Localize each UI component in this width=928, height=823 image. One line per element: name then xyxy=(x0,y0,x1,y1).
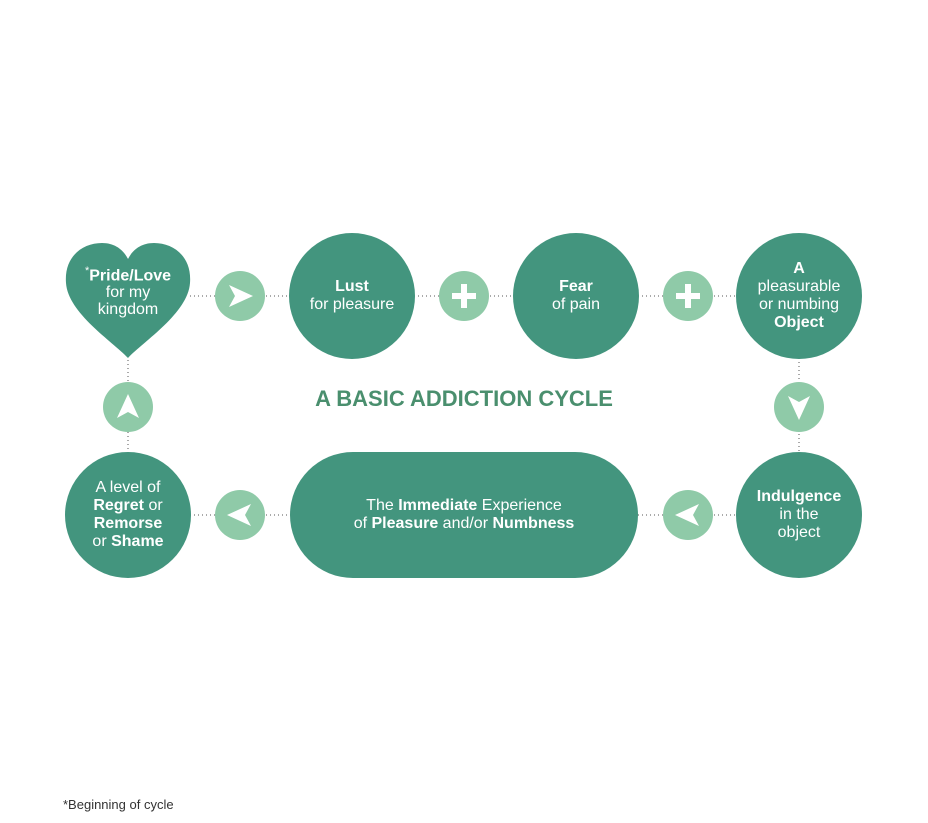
connector-arrow-right xyxy=(215,271,265,321)
footnote: *Beginning of cycle xyxy=(63,797,174,812)
shame-label: Shame xyxy=(111,533,164,550)
node-object: A pleasurable or numbing Object xyxy=(736,233,862,359)
connector-plus-2 xyxy=(663,271,713,321)
node-immediate-experience: The Immediate Experience of Pleasure and… xyxy=(290,452,638,578)
arrow-right-icon xyxy=(229,285,253,307)
pride-love-label: Pride/Love xyxy=(89,267,172,285)
indulgence-label: Indulgence xyxy=(756,488,842,505)
indulgence-line-3: object xyxy=(777,524,821,541)
connector-arrow-down xyxy=(774,382,824,432)
diagram-title: A BASIC ADDICTION CYCLE xyxy=(315,386,613,411)
regret-label: Regret xyxy=(93,497,144,514)
pride-line-3: kingdom xyxy=(97,301,159,319)
exp-text: Experience xyxy=(477,497,562,514)
regret-or: or xyxy=(144,497,163,514)
connector-arrow-up xyxy=(103,382,153,432)
node-lust: Lust for pleasure xyxy=(289,233,415,359)
arrow-left-icon xyxy=(227,504,251,526)
remorse-label: Remorse xyxy=(93,515,163,532)
exp-pleasure: Pleasure xyxy=(371,515,439,532)
connector-arrow-left-2 xyxy=(215,490,265,540)
object-line-3: or numbing xyxy=(758,296,840,313)
pride-line-2: for my xyxy=(105,284,151,302)
node-fear: Fear of pain xyxy=(513,233,639,359)
node-regret: A level of Regret or Remorse or Shame xyxy=(65,452,191,578)
arrow-up-icon xyxy=(117,394,139,418)
lust-label: Lust xyxy=(335,278,369,295)
fear-sub: of pain xyxy=(551,296,601,313)
node-pride-love-heart: *Pride/Love for my kingdom xyxy=(64,241,192,359)
regret-line-1: A level of xyxy=(95,479,161,496)
object-line-2: pleasurable xyxy=(757,278,841,295)
node-indulgence: Indulgence in the object xyxy=(736,452,862,578)
exp-text: and/or xyxy=(438,515,493,532)
lust-sub: for pleasure xyxy=(309,296,395,313)
exp-immediate: Immediate xyxy=(398,497,478,514)
connector-plus-1 xyxy=(439,271,489,321)
object-line-1: A xyxy=(793,260,805,277)
connector-arrow-left-1 xyxy=(663,490,713,540)
indulgence-line-2: in the xyxy=(779,506,819,523)
shame-or: or xyxy=(92,533,112,550)
plus-icon xyxy=(452,284,476,308)
plus-icon xyxy=(676,284,700,308)
exp-text: of xyxy=(353,515,372,532)
asterisk: * xyxy=(84,265,90,277)
exp-text: The xyxy=(366,497,399,514)
arrow-left-icon xyxy=(675,504,699,526)
heart-shape xyxy=(65,243,191,358)
arrow-down-icon xyxy=(788,396,810,420)
object-line-4: Object xyxy=(774,314,824,331)
fear-label: Fear xyxy=(559,278,593,295)
exp-numbness: Numbness xyxy=(492,515,575,532)
